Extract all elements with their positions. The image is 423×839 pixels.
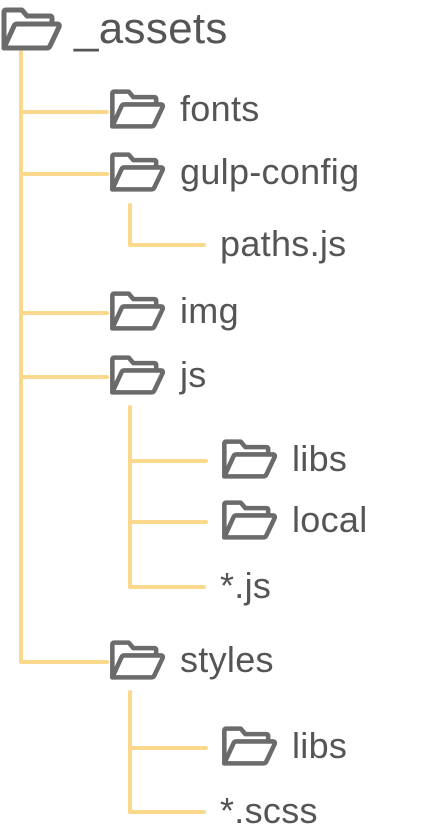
folder-open-icon: [110, 640, 166, 680]
file-label: *.scss: [220, 790, 318, 831]
folder-node-styles[interactable]: styles: [108, 639, 274, 681]
connector-js: [19, 375, 109, 379]
file-label: paths.js: [220, 223, 347, 264]
folder-node-fonts[interactable]: fonts: [108, 88, 260, 130]
folder-label: _assets: [74, 4, 228, 53]
connector-paths-js: [128, 243, 206, 247]
connector-gulp-config-trunk: [128, 203, 132, 247]
folder-label: fonts: [180, 88, 260, 129]
connector-styles: [19, 660, 109, 664]
folder-label: gulp-config: [180, 151, 360, 192]
connector-js-files: [128, 585, 206, 589]
folder-open-icon: [222, 726, 278, 766]
folder-label: styles: [180, 639, 274, 680]
connector-fonts: [19, 110, 109, 114]
folder-node-styles-libs[interactable]: libs: [220, 725, 347, 767]
folder-label: js: [180, 354, 207, 395]
file-label: *.js: [220, 565, 272, 606]
folder-label: libs: [292, 725, 348, 766]
connector-js-local: [128, 520, 208, 524]
folder-node-assets[interactable]: _assets: [0, 6, 228, 52]
folder-open-icon: [1, 7, 62, 51]
connector-root-trunk: [19, 50, 23, 662]
folder-open-icon: [110, 152, 166, 192]
connector-js-trunk: [128, 405, 132, 589]
folder-open-icon: [222, 439, 278, 479]
connector-styles-trunk: [128, 690, 132, 814]
folder-node-js[interactable]: js: [108, 354, 207, 396]
connector-styles-libs: [128, 746, 208, 750]
folder-node-img[interactable]: img: [108, 290, 239, 332]
connector-gulp-config: [19, 172, 109, 176]
file-node-js-files[interactable]: *.js: [220, 568, 271, 604]
folder-open-icon: [222, 500, 278, 540]
connector-scss-files: [128, 810, 206, 814]
folder-label: img: [180, 290, 239, 331]
connector-img: [19, 311, 109, 315]
connector-js-libs: [128, 459, 208, 463]
folder-label: local: [292, 499, 368, 540]
file-node-paths-js[interactable]: paths.js: [220, 226, 346, 262]
folder-node-gulp-config[interactable]: gulp-config: [108, 151, 359, 193]
folder-label: libs: [292, 438, 348, 479]
folder-open-icon: [110, 291, 166, 331]
folder-open-icon: [110, 355, 166, 395]
file-node-scss-files[interactable]: *.scss: [220, 793, 318, 829]
folder-node-js-libs[interactable]: libs: [220, 438, 347, 480]
folder-node-js-local[interactable]: local: [220, 499, 368, 541]
folder-open-icon: [110, 89, 166, 129]
